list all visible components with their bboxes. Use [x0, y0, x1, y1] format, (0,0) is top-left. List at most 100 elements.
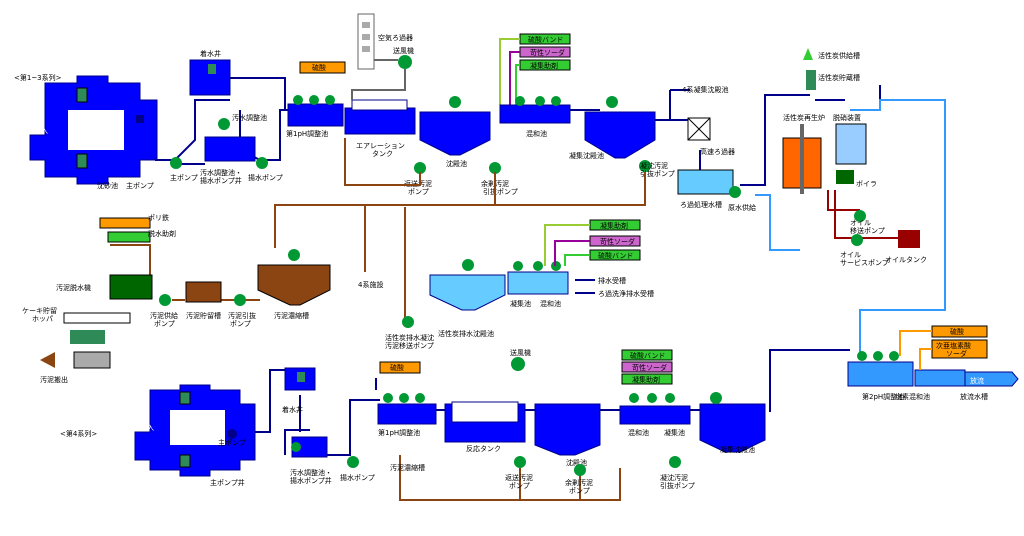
- settling-label-4: 沈殿池: [566, 458, 587, 467]
- svg-text:サービスポンプ: サービスポンプ: [840, 258, 889, 267]
- svg-text:揚水ポンプ井: 揚水ポンプ井: [200, 176, 242, 185]
- storm-well-label-4: 着水井: [282, 405, 303, 414]
- chem-sulfuric-d: 硫酸: [950, 327, 964, 336]
- sludge-thickener: [257, 264, 331, 306]
- chem-hypo: 次亜塩素酸: [936, 341, 971, 350]
- svg-text:引抜ポンプ: 引抜ポンプ: [640, 169, 675, 178]
- ac-supply-label: 活性炭供給槽: [818, 51, 860, 60]
- coag-pump-label-4: 凝沈汚泥: [660, 473, 688, 482]
- blower-label-1: 汚水調整池: [232, 113, 267, 122]
- mixing-pond-4: [619, 405, 691, 425]
- svg-text:引抜ポンプ: 引抜ポンプ: [660, 481, 695, 490]
- sludge-draw-label: 汚泥引抜: [228, 311, 256, 320]
- ac-regen-label: 活性炭再生炉: [783, 113, 825, 122]
- adj-well-label-1: 汚水調整池・: [200, 168, 242, 177]
- filtered-tank-label: ろ過処理水槽: [680, 200, 722, 209]
- dewater-machine: [109, 274, 153, 300]
- coag-settling-label-1: 凝集沈殿池: [569, 151, 604, 160]
- mixing-label-4: 混和池: [628, 428, 649, 437]
- ac-storage-icon: [806, 70, 816, 90]
- cake-hopper-label: ケーキ貯留: [22, 306, 57, 315]
- main-pump-well-label: 主ポンプ井: [210, 478, 245, 487]
- inflow-label-4: 流入: [140, 423, 154, 432]
- oil-service-label: オイル: [840, 251, 861, 259]
- ph1-label-4: 第1pH調整池: [378, 428, 420, 437]
- chem-sulfuric-1-label: 硫酸: [312, 63, 326, 72]
- svg-text:ポンプ: ポンプ: [230, 320, 251, 328]
- aeration-label-1: エアレーション: [356, 142, 405, 150]
- filtered-tank: [677, 169, 734, 195]
- excess-sludge-label-4: 余剰汚泥: [565, 478, 593, 487]
- raw-supply-label: 原水供給: [728, 203, 756, 212]
- discharge-arrow: [964, 371, 1019, 387]
- chem-sulfuric-1: [299, 61, 346, 74]
- ph-pond-4: [377, 403, 437, 425]
- mixing-pond-1: [499, 104, 571, 124]
- conveyor: [63, 312, 131, 324]
- chem-sulfuric-4: 硫酸: [390, 363, 404, 372]
- lift-pump-label-4: 揚水ポンプ: [340, 473, 375, 482]
- air-blower-label-4: 送風機: [510, 348, 531, 357]
- sludge-out-arrow: [40, 352, 55, 368]
- svg-text:ポンプ: ポンプ: [408, 188, 429, 196]
- ac-wash-settling: [429, 274, 506, 311]
- carbon-water-line: [850, 99, 946, 360]
- aeration-tank: [344, 107, 416, 135]
- settling-tank-4: [534, 403, 601, 456]
- coag-settling-label-4: 凝集沈殿池: [720, 445, 755, 454]
- main-pump-label-b: 主ポンプ: [170, 173, 198, 182]
- chem-polyiron: ポリ鉄: [148, 213, 169, 222]
- drain-recv-label: 排水受槽: [598, 276, 626, 285]
- sludge-store: [185, 281, 222, 303]
- svg-text:ポンプ: ポンプ: [154, 320, 175, 328]
- s4-coag-label: 4系凝集沈殿池: [682, 85, 728, 94]
- chem-aid-1: 凝集助剤: [530, 61, 558, 70]
- dehumid-label: 脱硝装置: [833, 113, 861, 122]
- oil-pump-label: オイル: [850, 219, 871, 227]
- svg-text:ポンプ: ポンプ: [569, 487, 590, 495]
- ac-storage-label: 活性炭貯蔵槽: [818, 73, 860, 82]
- chem-caustic-1: 苛性ソーダ: [530, 48, 565, 57]
- boiler-label: ボイラ: [856, 180, 877, 188]
- sludge-thick-label-4: 汚泥濃縮槽: [390, 463, 425, 472]
- settling-tank-1: [419, 111, 491, 156]
- filter-wash-label: ろ過洗浄排水受槽: [598, 289, 654, 298]
- series-1-3-label: <第1~3系列>: [14, 73, 62, 82]
- cake-hopper: [70, 330, 105, 344]
- oil-tank: [898, 230, 920, 248]
- chem-band-2: 硫酸バンド: [598, 251, 633, 260]
- water-lines-1: [155, 77, 881, 186]
- ph1-label: 第1pH調整池: [286, 129, 328, 138]
- chlor-mix-pond: [914, 369, 966, 387]
- sludge-feed-label: 汚泥供給: [150, 311, 178, 320]
- mixing-label-1: 混和池: [526, 129, 547, 138]
- blower-icon-1: [218, 118, 230, 130]
- pump-icon: [256, 157, 268, 169]
- ac-supply-icon: [803, 48, 813, 60]
- ac-wash-settle-label: 活性炭排水沈殿池: [438, 329, 494, 338]
- s4-facility-label: 4系施設: [358, 280, 383, 289]
- storm-well-label-1: 着水井: [200, 49, 221, 58]
- svg-text:揚水ポンプ井: 揚水ポンプ井: [290, 476, 332, 485]
- discharge-tank-label: 放流水槽: [960, 392, 988, 401]
- chem-dewater-aid: 脱水助剤: [148, 229, 176, 238]
- sludge-lines: [110, 138, 646, 501]
- coag-pump-label-1: 凝沈汚泥: [640, 161, 668, 170]
- adj-well-label-4: 汚水調整池・: [290, 468, 332, 477]
- ph2-pond: [847, 361, 914, 387]
- return-sludge-label: 返送汚泥: [404, 179, 432, 188]
- pump-icon: [170, 157, 182, 169]
- chem-caustic-4: 苛性ソーダ: [632, 363, 667, 372]
- svg-text:ポンプ: ポンプ: [509, 482, 530, 490]
- sludge-thick-label: 汚泥濃縮槽: [274, 311, 309, 320]
- chlor-mix-label: 塩素混和池: [895, 392, 930, 401]
- coag-settling-4: [699, 403, 766, 453]
- series-4-label: <第4系列>: [60, 429, 97, 438]
- sludge-store-label: 汚泥貯留槽: [186, 311, 221, 320]
- svg-text:引抜ポンプ: 引抜ポンプ: [483, 187, 518, 196]
- hs-filter-label: 高速ろ過器: [700, 147, 735, 156]
- discharge-label: 放流: [970, 376, 984, 385]
- coag-tank-label-4: 凝集池: [664, 428, 685, 437]
